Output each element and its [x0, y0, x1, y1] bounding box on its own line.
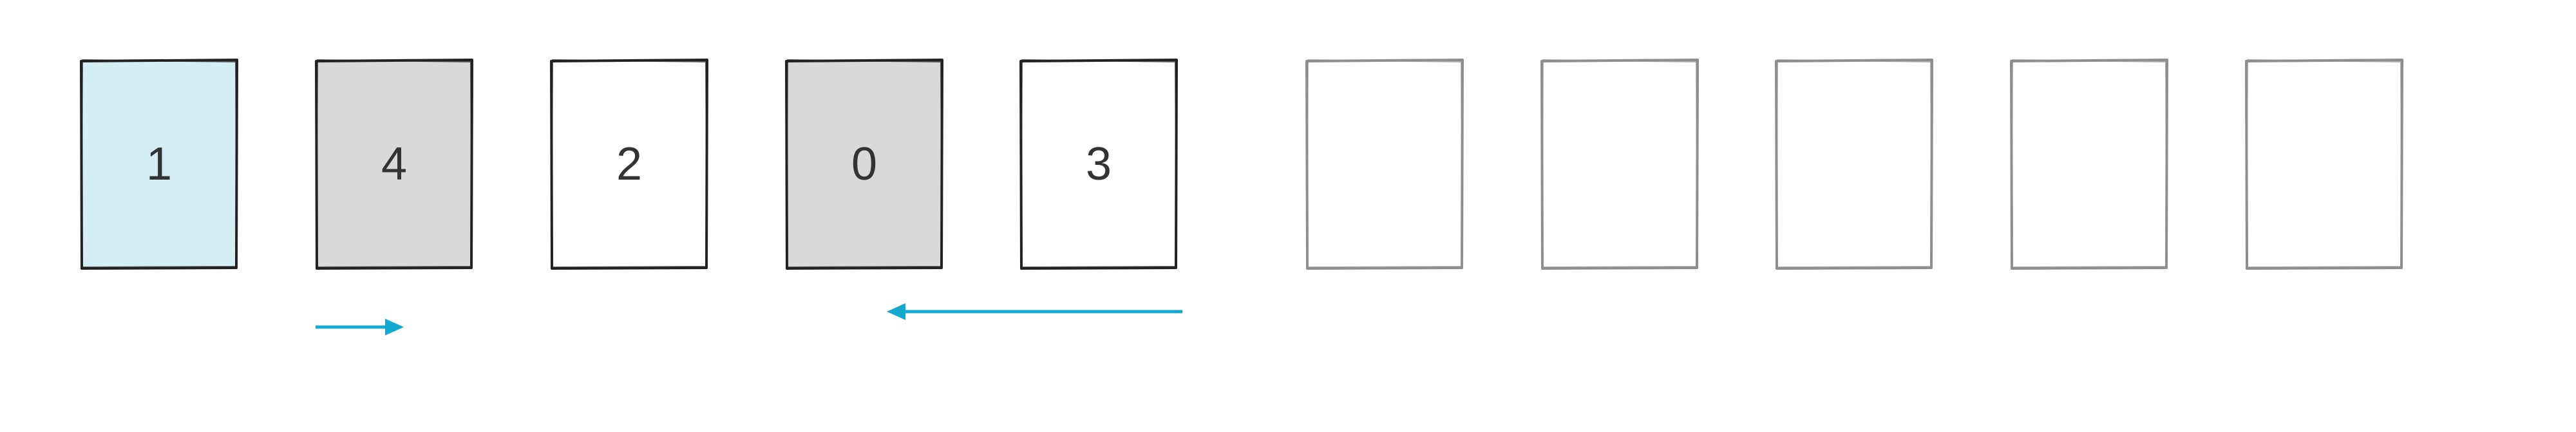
- array-slot-9: [2245, 59, 2403, 270]
- array-slot-8: [2010, 59, 2168, 270]
- slot-outline: [80, 59, 238, 270]
- slot-outline: [315, 59, 473, 270]
- slot-outline: [1305, 59, 1464, 270]
- array-slot-0: 1: [80, 59, 238, 270]
- slot-value: 1: [146, 138, 173, 190]
- array-slot-3: 0: [785, 59, 943, 270]
- slot-outline: [2245, 59, 2403, 270]
- slot-value: 3: [1085, 138, 1112, 190]
- array-slot-5: [1305, 59, 1464, 270]
- slot-outline: [2010, 59, 2168, 270]
- array-slot-4: 3: [1019, 59, 1178, 270]
- array-slot-7: [1775, 59, 1933, 270]
- slot-value: 2: [616, 138, 643, 190]
- slot-value: 4: [381, 138, 408, 190]
- left-arrow-icon: [887, 303, 1182, 320]
- slot-outline: [1775, 59, 1933, 270]
- array-slot-6: [1540, 59, 1699, 270]
- slot-outline: [1019, 59, 1178, 270]
- slot-outline: [550, 59, 708, 270]
- slot-outline: [785, 59, 943, 270]
- slot-outline: [1540, 59, 1699, 270]
- right-arrow-icon: [316, 319, 404, 335]
- array-slot-1: 4: [315, 59, 473, 270]
- array-slot-2: 2: [550, 59, 708, 270]
- slot-value: 0: [851, 138, 878, 190]
